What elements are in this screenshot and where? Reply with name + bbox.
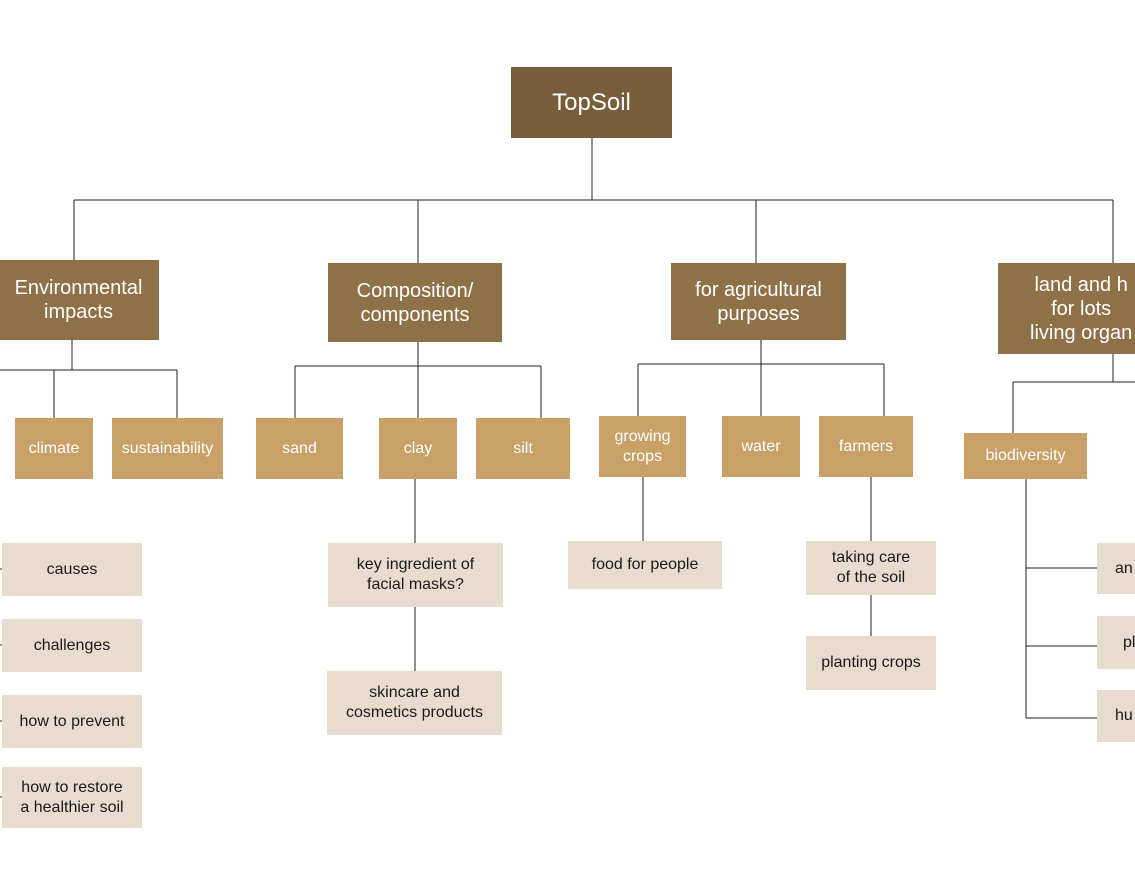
detail-skincare-cosmetics: skincare and cosmetics products bbox=[327, 671, 502, 735]
category-environmental-impacts: Environmental impacts bbox=[0, 260, 159, 340]
category-agricultural-purposes: for agricultural purposes bbox=[671, 263, 846, 340]
subtopic-biodiversity: biodiversity bbox=[964, 433, 1087, 479]
subtopic-water: water bbox=[722, 416, 800, 477]
category-composition-components: Composition/ components bbox=[328, 263, 502, 342]
detail-facial-masks: key ingredient of facial masks? bbox=[328, 543, 503, 607]
subtopic-clay: clay bbox=[379, 418, 457, 479]
subtopic-sustainability: sustainability bbox=[112, 418, 223, 479]
category-land-and-habitat: land and h for lots living organ bbox=[998, 263, 1135, 354]
detail-habitat-pl: pl bbox=[1097, 616, 1135, 669]
detail-taking-care-of-soil: taking care of the soil bbox=[806, 541, 936, 595]
detail-habitat-an: an bbox=[1097, 543, 1135, 594]
subtopic-growing-crops: growing crops bbox=[599, 416, 686, 477]
detail-food-for-people: food for people bbox=[568, 541, 722, 589]
subtopic-farmers: farmers bbox=[819, 416, 913, 477]
detail-causes: causes bbox=[2, 543, 142, 596]
subtopic-silt: silt bbox=[476, 418, 570, 479]
subtopic-climate: climate bbox=[15, 418, 93, 479]
subtopic-sand: sand bbox=[256, 418, 343, 479]
detail-how-to-prevent: how to prevent bbox=[2, 695, 142, 748]
detail-challenges: challenges bbox=[2, 619, 142, 672]
root-node: TopSoil bbox=[511, 67, 672, 138]
detail-habitat-hu: hu bbox=[1097, 690, 1135, 742]
detail-how-to-restore: how to restore a healthier soil bbox=[2, 767, 142, 828]
detail-planting-crops: planting crops bbox=[806, 636, 936, 690]
